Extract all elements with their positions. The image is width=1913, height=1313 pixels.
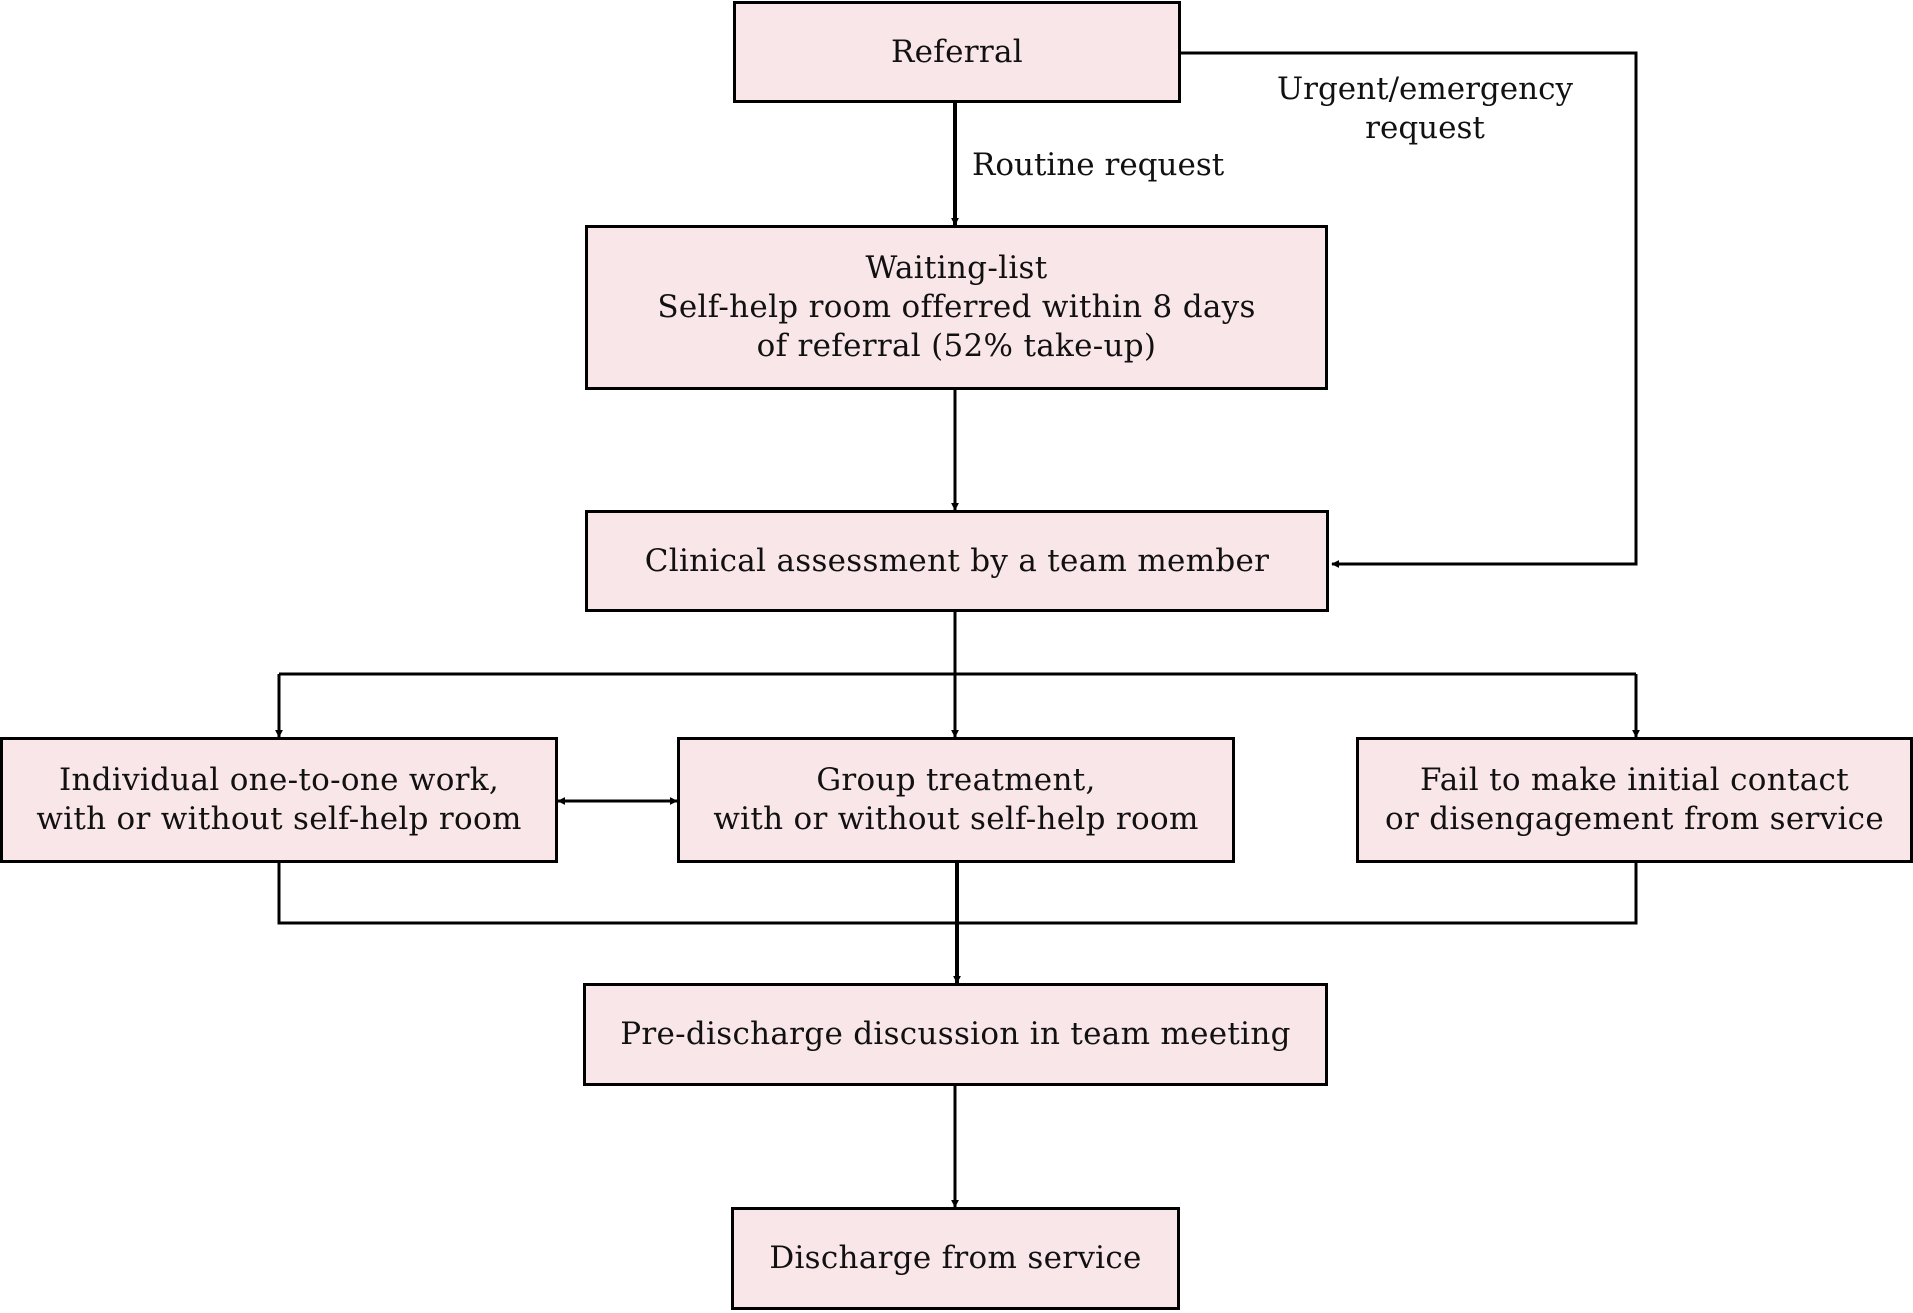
group-treatment-box: Group treatment, with or without self-he… — [677, 737, 1235, 863]
disengagement-line-2: or disengagement from service — [1385, 801, 1884, 837]
clinical-assessment-box: Clinical assessment by a team member — [585, 510, 1329, 612]
individual-work-line-1: Individual one-to-one work, — [58, 762, 500, 798]
individual-work-line-2: with or without self-help room — [36, 801, 522, 837]
discharge-box: Discharge from service — [731, 1207, 1180, 1310]
routine-request-label: Routine request — [972, 146, 1224, 185]
disengagement-box: Fail to make initial contact or disengag… — [1356, 737, 1913, 863]
clinical-assessment-text: Clinical assessment by a team member — [644, 542, 1270, 579]
group-treatment-line-2: with or without self-help room — [713, 801, 1199, 837]
urgent-request-line-1: Urgent/emergency — [1277, 71, 1573, 107]
pre-discharge-box: Pre-discharge discussion in team meeting — [583, 983, 1328, 1086]
referral-text: Referral — [891, 33, 1023, 70]
waiting-list-box: Waiting-list Self-help room offerred wit… — [585, 225, 1328, 390]
urgent-request-line-2: request — [1365, 110, 1485, 146]
routine-request-text: Routine request — [972, 147, 1225, 183]
urgent-request-label: Urgent/emergency request — [1255, 70, 1595, 148]
waiting-list-line-3: of referral (52% take-up) — [756, 328, 1157, 364]
individual-work-box: Individual one-to-one work, with or with… — [0, 737, 558, 863]
discharge-text: Discharge from service — [769, 1240, 1142, 1276]
waiting-list-line-2: Self-help room offerred within 8 days — [657, 289, 1256, 325]
referral-box: Referral — [733, 1, 1181, 103]
edge-urgent-request — [1181, 51, 1638, 568]
disengagement-line-1: Fail to make initial contact — [1420, 762, 1849, 798]
group-treatment-line-1: Group treatment, — [816, 762, 1096, 798]
waiting-list-line-1: Waiting-list — [865, 250, 1048, 286]
edge-fail-to-merge — [957, 863, 1638, 925]
pre-discharge-text: Pre-discharge discussion in team meeting — [620, 1016, 1291, 1052]
edge-individual-to-merge — [277, 863, 957, 925]
